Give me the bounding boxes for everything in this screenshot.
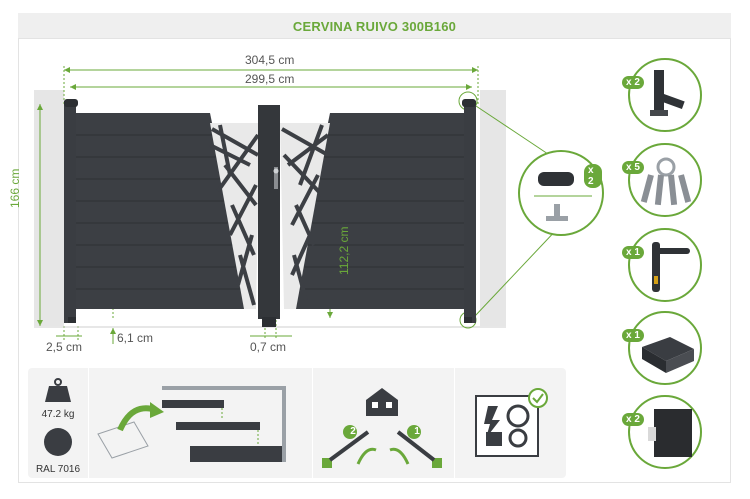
step-badge-1: 1 [414,426,420,437]
ground-clearance-label: 6,1 cm [117,331,154,345]
callout-qty: x 2 [584,164,602,188]
accessory-qty: x 1 [622,246,644,259]
handle-icon [652,242,690,292]
accessory-qty: x 2 [622,413,644,426]
stopper-icon [642,337,694,373]
hinge-icon [650,70,685,116]
height-label: 166 cm [8,168,22,208]
accessory-stopper: x 1 [622,311,702,385]
panel-divider [88,368,89,478]
keys-icon [640,157,692,206]
accessory-qty: x 2 [622,76,644,89]
color-swatch [44,428,72,456]
accessory-qty: x 5 [622,161,644,174]
accessory-keys: x 5 [622,143,702,217]
leaf-gap-label: 0,7 cm [250,340,287,354]
panel-divider [312,368,313,478]
opening-direction-icon [322,388,442,468]
color-code-label: RAL 7016 [35,464,81,475]
accessory-handle: x 1 [622,228,702,302]
cap-detail-callout: x 2 [518,150,604,236]
step-badge-2: 2 [350,426,356,437]
post-width-label: 2,5 cm [46,340,83,354]
overall-width-label: 304,5 cm [245,53,295,67]
gate-illustration [64,99,476,327]
panel-divider [454,368,455,478]
weight-icon [45,378,71,402]
product-title: CERVINA RUIVO 300B160 [292,19,457,34]
accessory-hinge: x 2 [622,58,702,132]
lock-height-label: 112,2 cm [337,226,351,275]
accessory-profile: x 2 [622,395,702,469]
left-wall [34,90,64,326]
assembly-icon [97,386,286,462]
title-bar: CERVINA RUIVO 300B160 [18,13,731,39]
weight-label: 47.2 kg [41,409,75,420]
accessory-qty: x 1 [622,329,644,342]
post-cap-icon [534,172,592,221]
right-wall [480,90,506,326]
profile-icon [648,409,692,457]
inner-width-label: 299,5 cm [245,72,295,86]
motor-compatible-icon [475,388,548,457]
